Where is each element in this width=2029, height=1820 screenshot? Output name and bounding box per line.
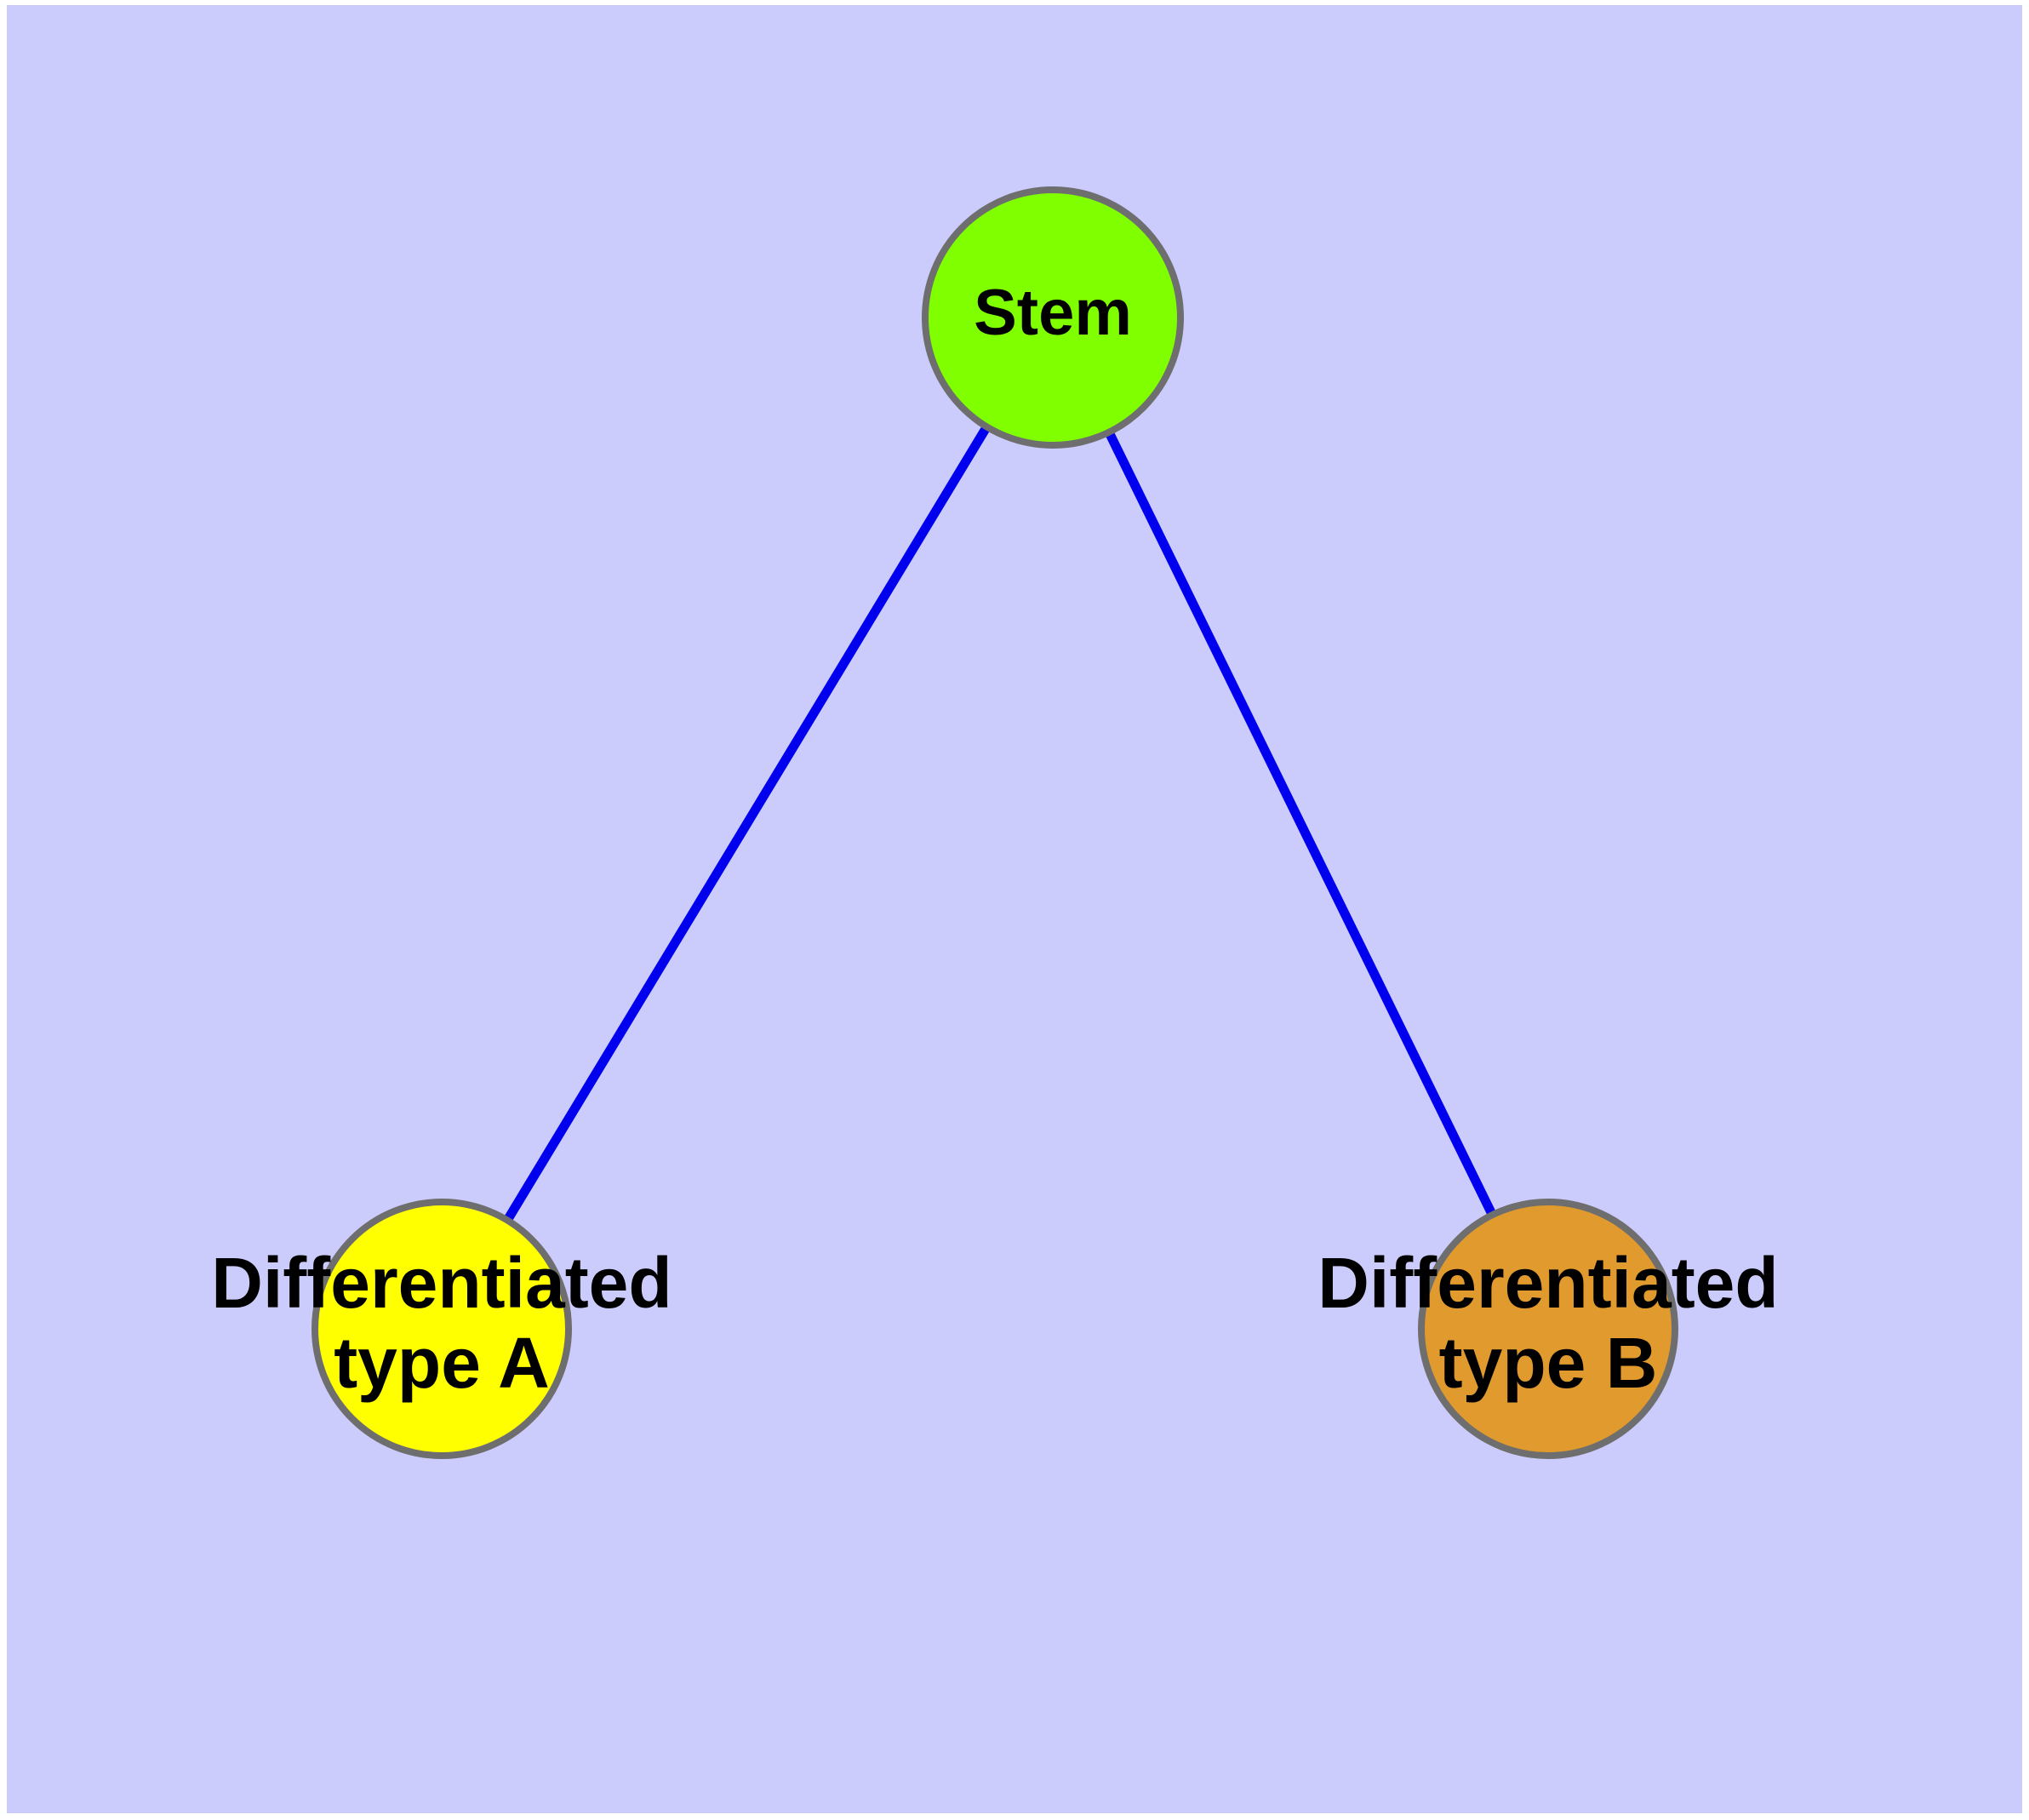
node-circle-diff-a[interactable] [311,1199,572,1459]
graph-edge-stem-to-diff-b[interactable] [1104,428,1498,1219]
node-label-stem: Stem [974,277,1132,349]
graph-edge-stem-to-diff-a[interactable] [502,422,992,1225]
node-label-line: Differentiated [1317,1243,1778,1323]
graph-node-stem[interactable]: Stem [922,186,1184,449]
node-label-line: type A [334,1323,550,1403]
node-circle-stem[interactable] [922,186,1184,449]
node-label-line: Differentiated [211,1243,672,1323]
node-circle-diff-b[interactable] [1418,1199,1678,1459]
edge-layer [502,422,1498,1225]
node-label-line: type B [1439,1323,1658,1403]
node-label-line: Stem [974,277,1132,349]
